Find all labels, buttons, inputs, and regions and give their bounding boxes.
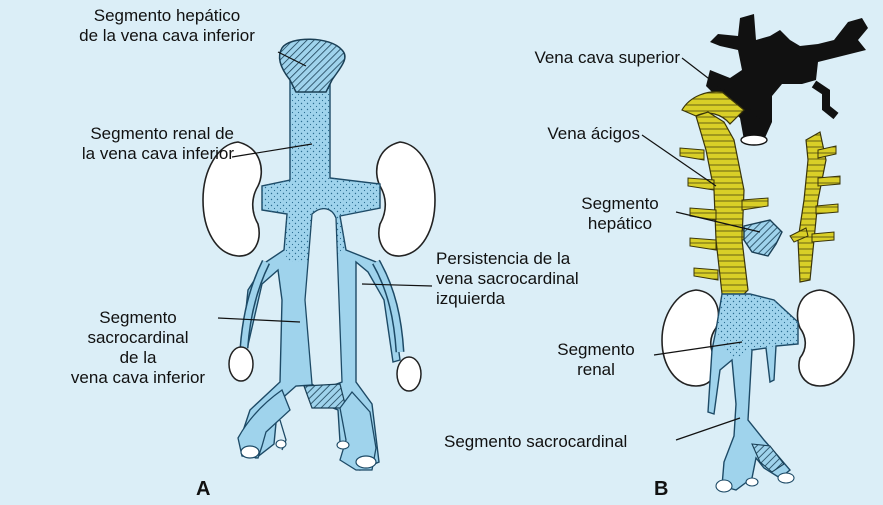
label-sacro-a-line1: Segmento xyxy=(52,308,224,328)
label-hepatic-a-line2: de la vena cava inferior xyxy=(58,26,276,46)
label-hepatic-b-line2: hepático xyxy=(570,214,670,234)
right-kidney-b xyxy=(797,290,854,386)
label-hepatic-a: Segmento hepático de la vena cava inferi… xyxy=(58,6,276,46)
label-hepatic-a-line1: Segmento hepático xyxy=(58,6,276,26)
label-persist-a-line2: vena sacrocardinal xyxy=(436,269,626,289)
hepatic-segment-b xyxy=(744,220,782,256)
label-sacro-a-line2: sacrocardinal xyxy=(52,328,224,348)
right-kidney-a xyxy=(377,142,435,256)
right-gonad-a xyxy=(397,357,421,391)
label-hepatic-b: Segmento hepático xyxy=(570,194,670,234)
label-sacro-b: Segmento sacrocardinal xyxy=(444,432,684,452)
label-persist-a: Persistencia de la vena sacrocardinal iz… xyxy=(436,249,626,309)
left-iliac-a-end xyxy=(241,446,259,458)
label-hepatic-b-line1: Segmento xyxy=(570,194,670,214)
leader-sacro-b xyxy=(676,418,740,440)
panel-a-drawing xyxy=(203,39,435,470)
ivc-a-gap xyxy=(305,209,342,390)
label-sacro-a: Segmento sacrocardinal de la vena cava i… xyxy=(52,308,224,388)
leader-persist-a xyxy=(362,284,432,286)
panel-letter-a: A xyxy=(196,478,210,501)
label-renal-a-line1: Segmento renal de xyxy=(4,124,234,144)
left-iliac-b-end xyxy=(716,480,732,492)
label-svc-b: Vena cava superior xyxy=(470,48,680,68)
label-renal-b-line2: renal xyxy=(546,360,646,380)
left-iliac-a-branch-end xyxy=(276,440,286,448)
label-renal-a: Segmento renal de la vena cava inferior xyxy=(4,124,234,164)
left-gonad-a xyxy=(229,347,253,381)
iliac-anastomosis-a xyxy=(304,384,346,408)
panel-letter-b: B xyxy=(654,478,668,501)
svc-branch-right xyxy=(814,84,836,116)
label-persist-a-line3: izquierda xyxy=(436,289,626,309)
ivc-b-stipple xyxy=(716,294,798,360)
label-renal-b: Segmento renal xyxy=(546,340,646,380)
label-sacro-a-line4: vena cava inferior xyxy=(52,368,224,388)
right-iliac-b-end xyxy=(778,473,794,483)
panel-b-drawing xyxy=(662,14,868,492)
label-renal-a-line2: la vena cava inferior xyxy=(4,144,234,164)
right-iliac-a-end xyxy=(356,456,376,468)
label-renal-b-line1: Segmento xyxy=(546,340,646,360)
label-azygos-b: Vena ácigos xyxy=(500,124,640,144)
right-iliac-a-branch-end xyxy=(337,441,349,449)
svc-opening xyxy=(741,135,767,145)
label-sacro-a-line3: de la xyxy=(52,348,224,368)
label-persist-a-line1: Persistencia de la xyxy=(436,249,626,269)
middle-iliac-b-end xyxy=(746,478,758,486)
